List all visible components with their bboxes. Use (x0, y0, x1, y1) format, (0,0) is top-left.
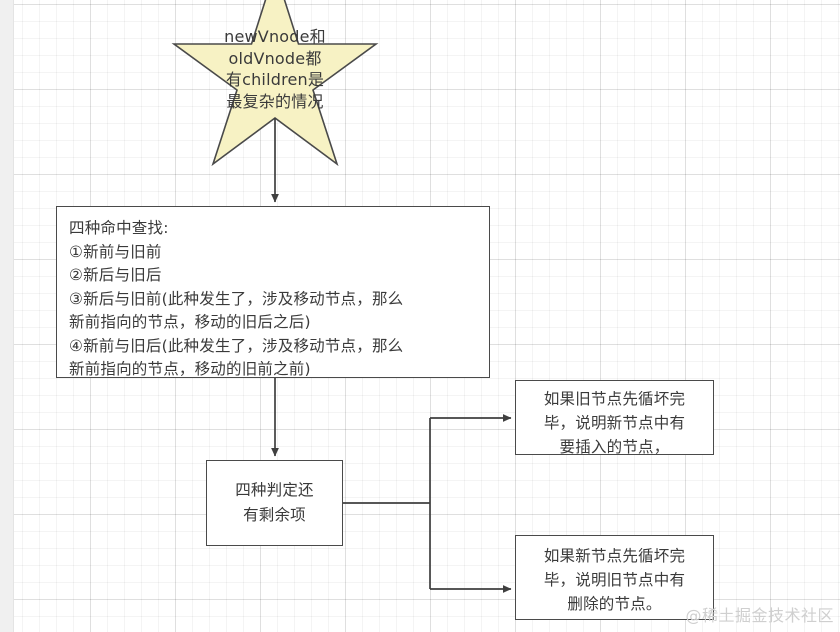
watermark-text: @稀土掘金技术社区 (685, 606, 834, 625)
node-insert-case[interactable]: 如果旧节点先循坏完 毕，说明新节点中有 要插入的节点， (515, 380, 714, 456)
node-remaining-items[interactable]: 四种判定还 有剩余项 (206, 460, 343, 546)
star-label: newVnode和 oldVnode都 有children是 最复杂的情况 (224, 27, 326, 111)
left-gutter-strip (0, 0, 14, 632)
node-four-matches[interactable]: 四种命中查找: ①新前与旧前 ②新后与旧后 ③新后与旧前(此种发生了，涉及移动节… (56, 206, 490, 378)
node-delete-case[interactable]: 如果新节点先循坏完 毕，说明旧节点中有 删除的节点。 (515, 535, 714, 620)
